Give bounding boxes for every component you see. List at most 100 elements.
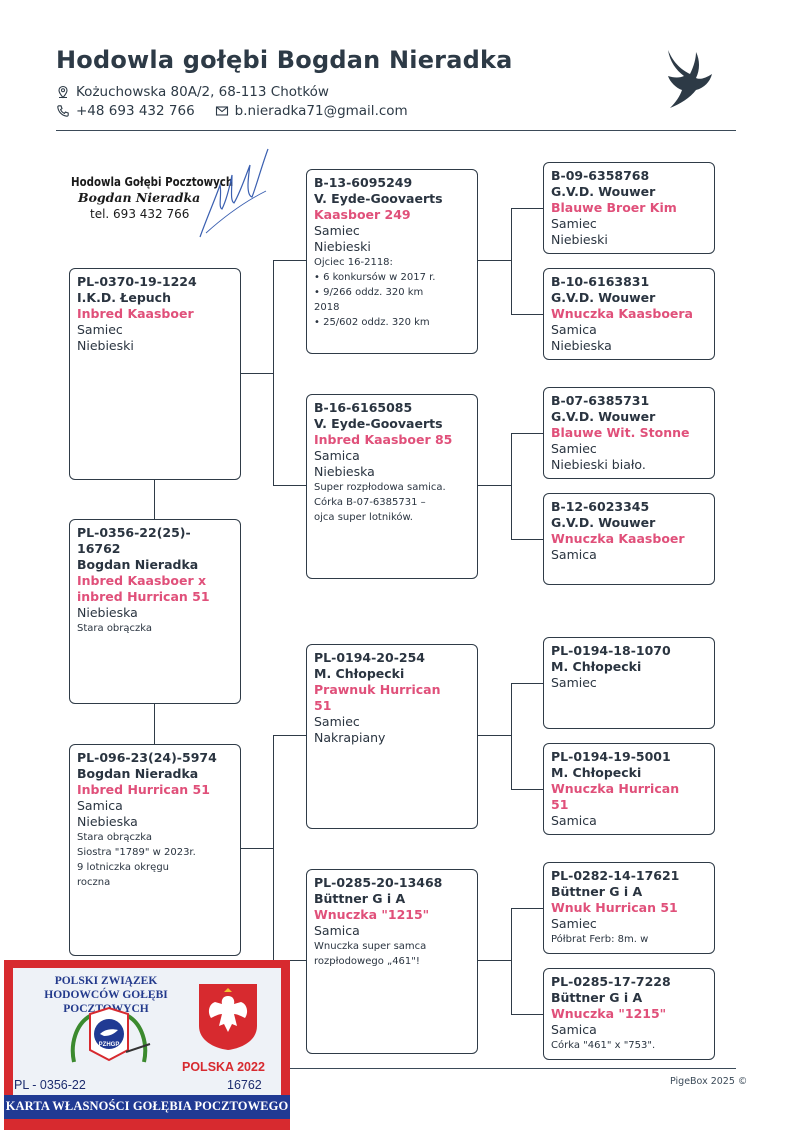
mail-icon — [215, 106, 228, 116]
connector — [511, 433, 544, 435]
connector — [240, 848, 274, 850]
pigeon-name: Kaasboer 249 — [314, 207, 411, 222]
ring-number: B-12-6023345 — [551, 499, 650, 514]
connector — [273, 735, 307, 737]
pigeon-card-main[interactable]: PL-0356-22(25)- 16762 Bogdan Nieradka In… — [69, 519, 241, 704]
pigeon-sex: Samiec — [314, 223, 360, 238]
pigeon-card-ddd[interactable]: PL-0285-17-7228 Büttner G i A Wnuczka "1… — [543, 968, 715, 1060]
pigeon-card-dd[interactable]: PL-0285-20-13468 Büttner G i A Wnuczka "… — [306, 869, 478, 1054]
pigeon-card-sds[interactable]: B-07-6385731 G.V.D. Wouwer Blauwe Wit. S… — [543, 387, 715, 479]
connector — [154, 704, 156, 744]
pigeon-name: Inbred Kaasboer x — [77, 573, 207, 588]
connector — [478, 960, 512, 962]
pigeon-card-ss[interactable]: B-13-6095249 V. Eyde-Goovaerts Kaasboer … — [306, 169, 478, 354]
breeder-name: Bogdan Nieradka — [77, 557, 199, 572]
pigeon-name: Wnuczka Kaasboer — [551, 531, 685, 546]
pigeon-color: Niebieski biało. — [551, 457, 646, 472]
pigeon-name: Blauwe Broer Kim — [551, 200, 677, 215]
connector — [273, 735, 275, 961]
connector — [511, 1014, 544, 1016]
footer-divider — [290, 1068, 736, 1069]
pigeon-color: Niebieska — [314, 464, 375, 479]
pigeon-name: Inbred Kaasboer — [77, 306, 194, 321]
ring-number: PL-096-23(24)-5974 — [77, 750, 217, 765]
ring-number: B-13-6095249 — [314, 175, 413, 190]
pigeon-sex: Samica — [551, 813, 597, 828]
pigeon-card-dss[interactable]: PL-0194-18-1070 M. Chłopecki Samiec — [543, 637, 715, 729]
address-text: Kożuchowska 80A/2, 68-113 Chotków — [76, 84, 329, 100]
pigeon-note: Córka "461" x "753". — [551, 1040, 656, 1051]
location-icon — [58, 85, 68, 99]
pigeon-name: Wnuczka "1215" — [314, 907, 430, 922]
page-title: Hodowla gołębi Bogdan Nieradka — [56, 46, 513, 74]
polish-eagle-emblem — [199, 984, 257, 1050]
pigeon-name: Wnuk Hurrican 51 — [551, 900, 678, 915]
pigeon-color: Niebieska — [77, 814, 138, 829]
pigeon-card-sdd[interactable]: B-12-6023345 G.V.D. Wouwer Wnuczka Kaasb… — [543, 493, 715, 585]
pigeon-card-ssd[interactable]: B-10-6163831 G.V.D. Wouwer Wnuczka Kaasb… — [543, 268, 715, 360]
pigeon-sex: Samica — [551, 1022, 597, 1037]
connector — [273, 260, 275, 486]
pigeon-card-dsd[interactable]: PL-0194-19-5001 M. Chłopecki Wnuczka Hur… — [543, 743, 715, 835]
breeder-stamp: Hodowla Gołębi Pocztowych Bogdan Nieradk… — [60, 146, 233, 238]
pigeon-note: • 9/266 oddz. 320 km — [314, 287, 424, 298]
pigeon-card-dds[interactable]: PL-0282-14-17621 Büttner G i A Wnuk Hurr… — [543, 862, 715, 954]
pigeon-note: 9 lotniczka okręgu — [77, 862, 170, 873]
ring-number: PL-0194-20-254 — [314, 650, 425, 665]
pigeon-card-sss[interactable]: B-09-6358768 G.V.D. Wouwer Blauwe Broer … — [543, 162, 715, 254]
connector — [273, 260, 307, 262]
contact-line: +48 693 432 766 b.nieradka71@gmail.com — [56, 103, 408, 119]
pigeon-name-cont: 51 — [551, 797, 569, 812]
breeder-name: M. Chłopecki — [314, 666, 405, 681]
phone-icon — [57, 105, 69, 117]
connector — [511, 789, 544, 791]
pigeon-note: Półbrat Ferb: 8m. w — [551, 934, 649, 945]
pigeon-color: Niebieska — [551, 338, 612, 353]
card-ring-number: PL - 0356-22 — [14, 1078, 86, 1092]
breeder-name: V. Eyde-Goovaerts — [314, 191, 443, 206]
pigeon-sex: Samica — [551, 322, 597, 337]
breeder-name: Büttner G i A — [551, 990, 643, 1005]
connector — [273, 960, 307, 962]
pigeon-sex: Samiec — [551, 216, 597, 231]
ring-number: B-10-6163831 — [551, 274, 650, 289]
connector — [511, 683, 513, 790]
pigeon-sex: Samiec — [77, 322, 123, 337]
pigeon-card-sd[interactable]: B-16-6165085 V. Eyde-Goovaerts Inbred Ka… — [306, 394, 478, 579]
breeder-name: G.V.D. Wouwer — [551, 409, 656, 424]
pigeon-sex: Samiec — [551, 916, 597, 931]
breeder-name: I.K.D. Łepuch — [77, 290, 171, 305]
pigeon-note: Wnuczka super samca — [314, 941, 427, 952]
breeder-name: M. Chłopecki — [551, 765, 642, 780]
pigeon-note: • 25/602 oddz. 320 km — [314, 317, 430, 328]
pigeon-sex: Samiec — [551, 675, 597, 690]
breeder-name: Büttner G i A — [551, 884, 643, 899]
pigeon-color: Niebieski — [551, 232, 608, 247]
pigeon-note: Siostra "1789" w 2023r. — [77, 847, 196, 858]
ring-number: PL-0285-17-7228 — [551, 974, 671, 989]
card-band — [4, 1095, 290, 1119]
connector — [478, 735, 512, 737]
ownership-card: POLSKI ZWIĄZEK HODOWCÓW GOŁĘBI POCZTOWYC… — [4, 960, 290, 1130]
pigeon-sex: Samiec — [314, 714, 360, 729]
pigeon-card-sire[interactable]: PL-0370-19-1224 I.K.D. Łepuch Inbred Kaa… — [69, 268, 241, 480]
connector — [240, 373, 274, 375]
pigeon-note: Córka B-07-6385731 – — [314, 497, 426, 508]
breeder-name: Büttner G i A — [314, 891, 406, 906]
pigeon-note: roczna — [77, 877, 111, 888]
breeder-name: G.V.D. Wouwer — [551, 515, 656, 530]
ring-number: PL-0194-19-5001 — [551, 749, 671, 764]
ring-number: PL-0282-14-17621 — [551, 868, 680, 883]
pigeon-name: Inbred Kaasboer 85 — [314, 432, 453, 447]
pigeon-card-ds[interactable]: PL-0194-20-254 M. Chłopecki Prawnuk Hurr… — [306, 644, 478, 829]
connector — [511, 314, 544, 316]
card-title: KARTA WŁASNOŚCI GOŁĘBIA POCZTOWEGO — [5, 1099, 289, 1113]
pigeon-note: ojca super lotników. — [314, 512, 413, 523]
card-number: 16762 — [227, 1078, 262, 1092]
pigeon-sex: Samica — [77, 798, 123, 813]
pigeon-note: Super rozpłodowa samica. — [314, 482, 446, 493]
pigeon-card-dam[interactable]: PL-096-23(24)-5974 Bogdan Nieradka Inbre… — [69, 744, 241, 956]
stamp-line-3: tel. 693 432 766 — [90, 207, 190, 221]
pigeon-name-cont: inbred Hurrican 51 — [77, 589, 210, 604]
email-text: b.nieradka71@gmail.com — [234, 103, 408, 119]
